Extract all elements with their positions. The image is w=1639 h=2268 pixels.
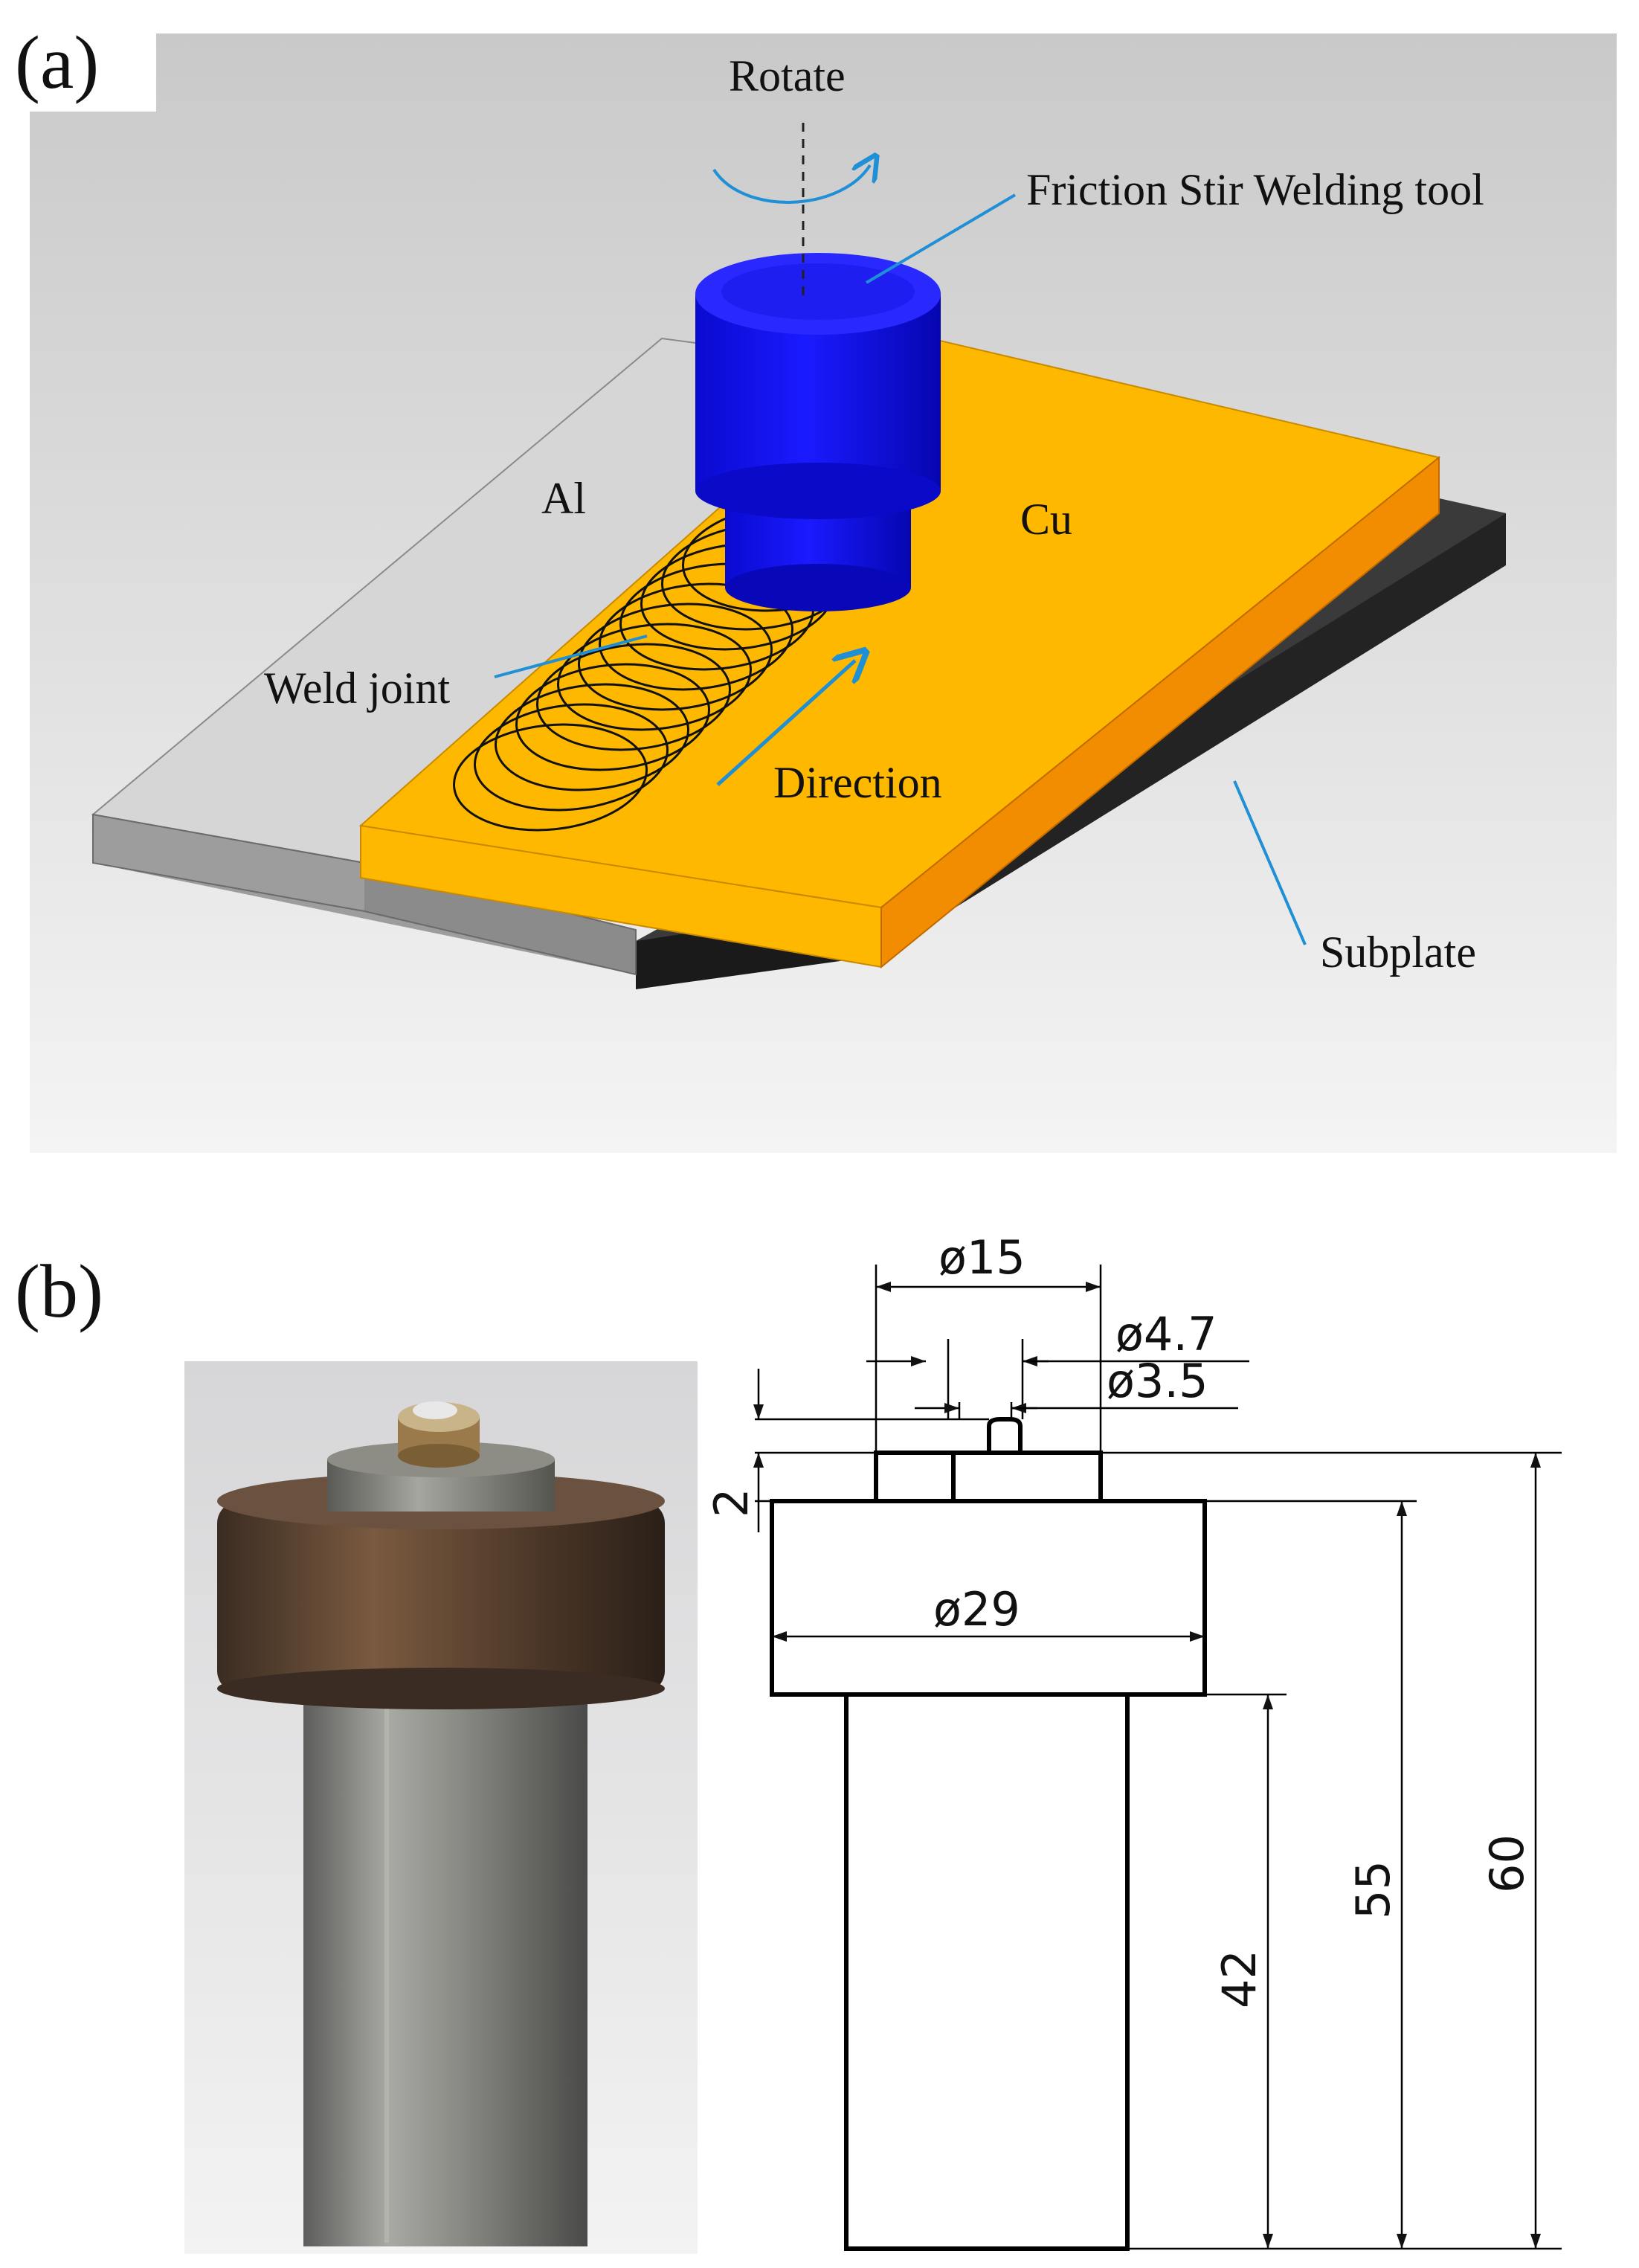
panel-b-label: (b) bbox=[15, 1250, 103, 1334]
direction-label: Direction bbox=[773, 758, 942, 807]
al-label: Al bbox=[541, 474, 586, 523]
panel-b: (b) bbox=[15, 1230, 1562, 2254]
dim-h55: 55 bbox=[1346, 1860, 1400, 1919]
tool-photograph bbox=[184, 1361, 698, 2254]
dim-h60: 60 bbox=[1480, 1834, 1534, 1893]
tool-outline bbox=[770, 1417, 1207, 2251]
tool-leader-line bbox=[865, 193, 1017, 284]
weld-leader-line bbox=[494, 635, 648, 678]
panel-a-label-box bbox=[0, 0, 156, 112]
weld-joint-rings bbox=[453, 504, 877, 832]
subplate-leader-line bbox=[1233, 780, 1307, 945]
direction-arrow bbox=[716, 661, 855, 786]
dim-d15: ø15 bbox=[938, 1230, 1025, 1285]
dim-d4-7: ø4.7 bbox=[1115, 1307, 1217, 1361]
tool-drawing bbox=[753, 1265, 1562, 2251]
dim-d3-5: ø3.5 bbox=[1107, 1354, 1208, 1408]
copper-plate bbox=[358, 333, 1441, 969]
fsw-tool bbox=[695, 253, 941, 611]
dim-h2: 2 bbox=[704, 1488, 759, 1517]
weld-joint-label: Weld joint bbox=[264, 664, 450, 713]
dimension-lines bbox=[753, 1282, 1541, 2249]
panel-a: (a) bbox=[0, 0, 1617, 1153]
rotate-label: Rotate bbox=[729, 51, 846, 100]
dim-h42: 42 bbox=[1212, 1950, 1266, 2008]
panel-a-label: (a) bbox=[15, 21, 99, 105]
extension-lines bbox=[755, 1265, 1562, 2250]
dim-d29: ø29 bbox=[933, 1582, 1020, 1636]
subplate-label: Subplate bbox=[1320, 928, 1476, 977]
tool-label: Friction Stir Welding tool bbox=[1026, 165, 1484, 214]
cu-label: Cu bbox=[1020, 495, 1072, 544]
rotation-indicator bbox=[712, 123, 870, 298]
